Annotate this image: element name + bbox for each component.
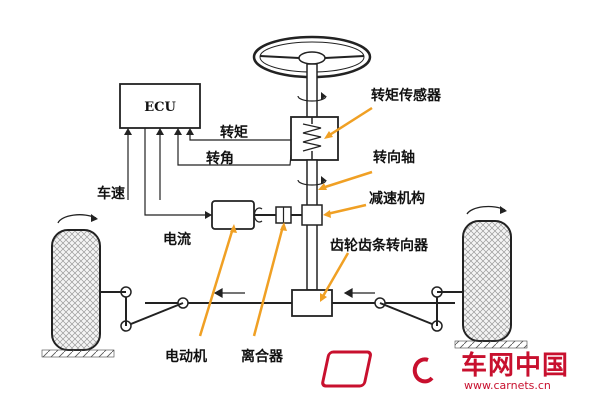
torque-sensor — [290, 116, 339, 161]
signal-lines — [127, 128, 292, 216]
label-torque: 转矩 — [220, 124, 248, 141]
right-wheel — [454, 205, 528, 349]
reduction-mechanism — [301, 204, 323, 226]
leader-reduction-mechanism — [326, 203, 367, 216]
leader-clutch — [252, 225, 285, 337]
leader-torque-sensor — [327, 106, 373, 138]
label-rack-pinion-gear: 齿轮齿条转向器 — [330, 237, 429, 254]
label-reduction-mechanism: 减速机构 — [369, 190, 425, 207]
electric-motor — [211, 200, 276, 230]
signal-arrowheads — [124, 128, 212, 219]
leader-steering-shaft — [321, 170, 373, 190]
ecu-label: ECU — [144, 100, 176, 115]
watermark-brand: 车网中国 — [461, 350, 569, 381]
leader-motor — [198, 227, 235, 337]
left-wheel — [41, 214, 115, 358]
watermark: 车网中国 www.carnets.cn — [321, 350, 569, 392]
label-steering-shaft: 转向轴 — [373, 149, 415, 166]
leader-gear — [320, 252, 350, 299]
label-angle: 转角 — [206, 150, 234, 167]
clutch — [275, 206, 302, 224]
label-clutch: 离合器 — [241, 348, 284, 365]
watermark-url: www.carnets.cn — [464, 379, 551, 392]
steering-gear-linkage — [100, 286, 463, 332]
label-motor: 电动机 — [165, 348, 207, 365]
label-vehicle-speed: 车速 — [97, 185, 125, 202]
watermark-logo — [321, 350, 434, 388]
rack-motion-arrows — [213, 287, 375, 299]
ecu-box: ECU — [119, 83, 201, 129]
label-torque-sensor: 转矩传感器 — [371, 87, 442, 104]
label-current: 电流 — [163, 231, 191, 248]
leader-arrows — [198, 106, 373, 337]
